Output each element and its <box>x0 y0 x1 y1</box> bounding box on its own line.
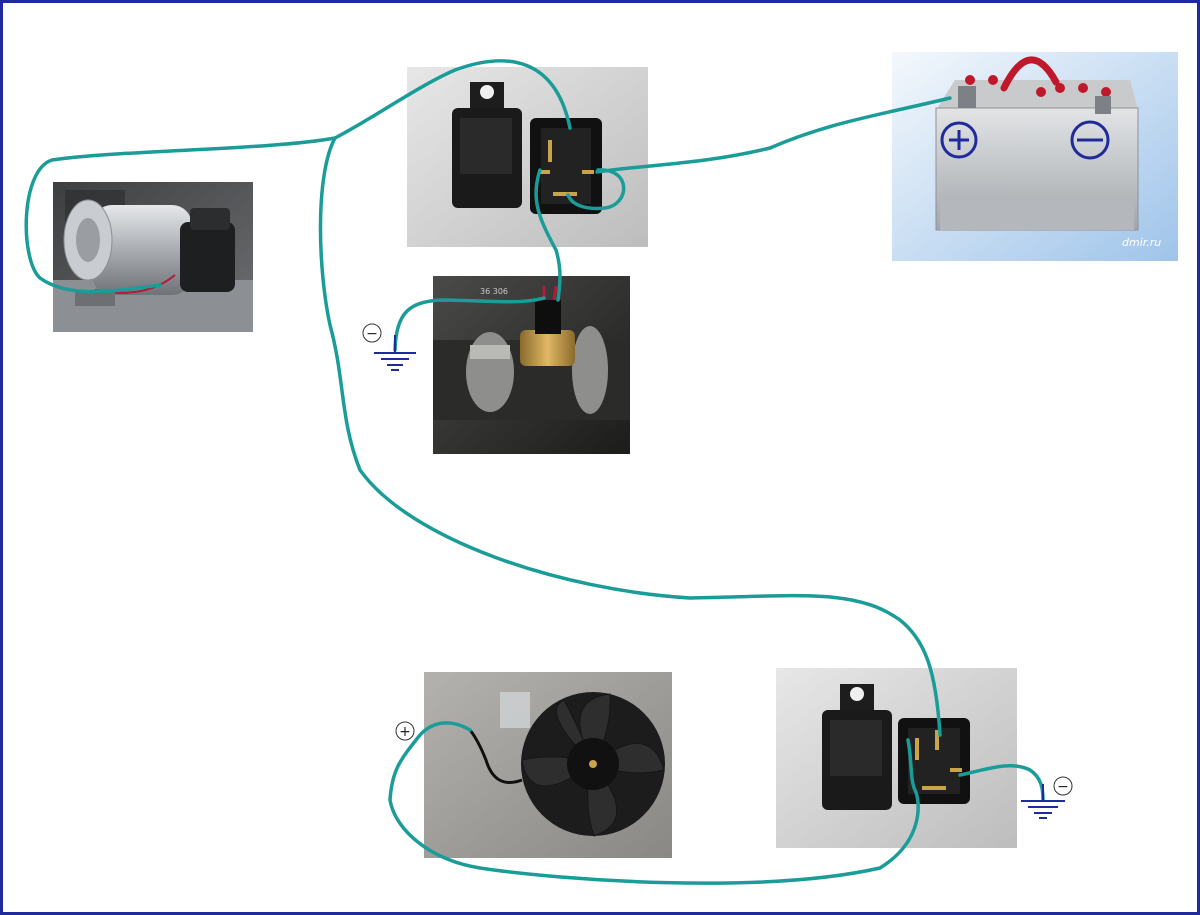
svg-text:+: + <box>399 724 411 740</box>
temperature-switch-photo: 36 306 <box>433 276 630 454</box>
battery-photo: dmir.ru <box>892 52 1178 261</box>
svg-text:−: − <box>366 326 378 342</box>
battery-plus-terminal-symbol <box>940 121 978 159</box>
cooling-fan-photo <box>424 672 672 858</box>
wire-junction-to-bottom-relay <box>318 136 942 737</box>
sensor-ground-symbol <box>374 335 416 371</box>
battery-minus-terminal-symbol <box>1070 120 1110 160</box>
relay-ground-symbol <box>1021 784 1065 819</box>
battery-watermark: dmir.ru <box>1122 236 1161 249</box>
relay-photo-bottom <box>776 668 1017 848</box>
electric-pump-photo <box>53 182 253 332</box>
wire-relay-to-battery <box>595 96 952 174</box>
svg-text:−: − <box>1057 779 1069 795</box>
wire-relay-to-sensor <box>534 168 562 302</box>
wire-bottom-relay-to-fan <box>388 721 920 885</box>
wire-sensor-to-ground <box>393 296 546 352</box>
sensor-minus-marker: − <box>362 323 382 343</box>
relay-minus-marker: − <box>1053 776 1073 796</box>
sensor-marking: 36 306 <box>480 287 508 296</box>
relay-photo-top <box>407 67 648 247</box>
fan-plus-marker: + <box>395 721 415 741</box>
wires <box>24 59 1045 885</box>
wire-relay-loop <box>566 168 626 211</box>
wire-relay-to-pump <box>24 59 572 294</box>
